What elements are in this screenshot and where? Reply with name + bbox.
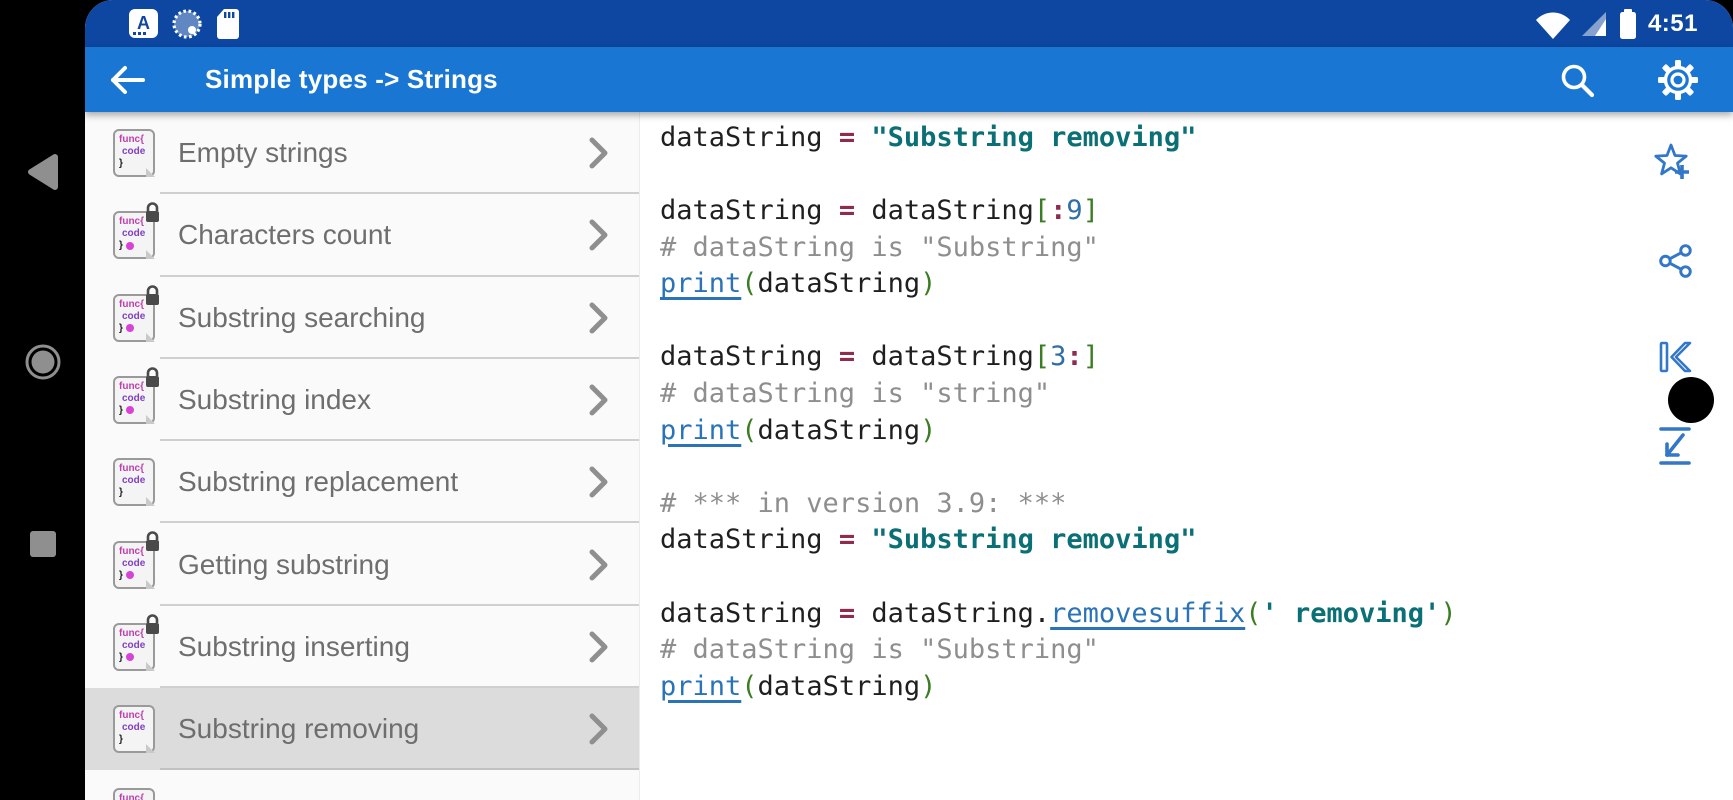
page-title: Simple types -> Strings: [205, 64, 498, 94]
chevron-right-icon: [589, 302, 608, 334]
nav-back-button[interactable]: [0, 137, 85, 207]
snippet-doc-icon: func{code}: [113, 211, 155, 260]
share-icon: [1659, 244, 1692, 278]
snippet-doc-icon: func{code}: [113, 705, 155, 754]
code-line: # dataString is "Substring": [660, 231, 1099, 263]
jump-down-icon: [1659, 427, 1691, 465]
chevron-right-icon: [589, 631, 608, 663]
lock-icon: [146, 531, 159, 552]
code-view[interactable]: dataString = "Substring removing" dataStr…: [640, 112, 1733, 800]
sd-card-icon: [217, 8, 239, 39]
code-line: dataString = dataString[3:]: [660, 341, 1099, 373]
skip-to-first-button[interactable]: [1657, 339, 1695, 375]
lock-icon: [146, 202, 159, 223]
code-line: print(dataString): [660, 670, 937, 702]
back-arrow-button[interactable]: [99, 47, 155, 112]
code-line: dataString = dataString[:9]: [660, 194, 1099, 226]
function-link[interactable]: print: [660, 414, 742, 446]
chevron-right-icon: [589, 219, 608, 251]
letter-a-app-icon: A: [129, 9, 158, 38]
add-favorite-star-icon: [1654, 143, 1689, 179]
recipe-dot: [125, 241, 134, 250]
add-favorite-button[interactable]: [1651, 141, 1693, 185]
code-line: # dataString is "Substring": [660, 634, 1099, 666]
code-line: # *** in version 3.9: ***: [660, 487, 1067, 519]
code-line: dataString = "Substring removing": [660, 524, 1197, 556]
jump-down-button[interactable]: [1655, 425, 1695, 467]
lock-icon: [146, 614, 159, 634]
list-item-substring-searching[interactable]: func{code}Substring searching: [85, 277, 639, 360]
chevron-right-icon: [589, 549, 608, 581]
android-nav-rail: [0, 0, 85, 800]
list-item-substring-replacement[interactable]: func{code} Substring replacement: [85, 441, 639, 524]
code-line: print(dataString): [660, 414, 937, 446]
recipe-dot: [125, 324, 134, 333]
nav-recents-button[interactable]: [0, 509, 85, 579]
function-link[interactable]: print: [660, 268, 742, 300]
camera-cutout: [1668, 377, 1714, 423]
code-line: dataString = dataString.removesuffix(' r…: [660, 597, 1457, 629]
code-line: dataString = "Substring removing": [660, 121, 1197, 153]
nav-home-button[interactable]: [0, 327, 85, 397]
back-triangle-icon: [27, 154, 58, 190]
snippet-doc-icon: func{code}: [113, 376, 155, 425]
share-button[interactable]: [1657, 241, 1695, 281]
recents-square-icon: [29, 531, 56, 557]
list-item-substring-inserting[interactable]: func{code}Substring inserting: [85, 606, 639, 689]
home-circle-icon: [25, 344, 60, 380]
status-bar: A: [85, 0, 1733, 47]
list-item-characters-count[interactable]: func{code} Characters count: [85, 194, 639, 277]
list-item-substring-removing[interactable]: func{code} Substring removing: [85, 688, 639, 771]
list-item-label: Substring replacement: [178, 466, 459, 498]
recipe-dot: [125, 406, 134, 415]
function-link[interactable]: print: [660, 670, 742, 702]
code-line: # dataString is "string": [660, 377, 1051, 409]
function-link[interactable]: removesuffix: [1050, 597, 1246, 629]
list-item-label: Substring searching: [178, 301, 426, 333]
lock-icon: [146, 284, 159, 305]
code-line: print(dataString): [660, 268, 937, 300]
status-bar-right: 4:51: [1535, 0, 1698, 47]
search-icon: [1561, 64, 1595, 97]
list-item-getting-substring[interactable]: func{code} Getting substring: [85, 523, 639, 607]
chevron-right-icon: [589, 384, 608, 416]
list-item-substring-index[interactable]: func{code} Substring index: [85, 359, 639, 442]
battery-icon: [1619, 8, 1636, 39]
list-item-label: Empty strings: [178, 137, 348, 169]
clock-text: 4:51: [1647, 9, 1698, 37]
code-line: [660, 302, 1733, 339]
list-item-label: Getting substring: [178, 548, 390, 580]
list-item-label: Substring index: [178, 384, 372, 416]
list-item-partial[interactable]: func{code}: [85, 770, 639, 800]
cell-signal-icon: [1581, 11, 1606, 36]
skip-to-first-icon: [1659, 341, 1692, 373]
lock-icon: [146, 367, 159, 387]
chevron-right-icon: [589, 466, 608, 498]
chevron-right-icon: [589, 137, 608, 169]
dotted-loader-icon: [172, 8, 202, 39]
recipe-dot: [125, 570, 134, 579]
list-item-empty-strings[interactable]: func{code} Empty strings: [85, 112, 639, 195]
list-item-label: Substring removing: [178, 713, 420, 745]
list-item-label: Characters count: [178, 219, 392, 251]
status-bar-left: A: [129, 0, 240, 47]
chevron-right-icon: [589, 713, 608, 745]
snippet-doc-icon: func{code}: [113, 129, 155, 178]
wifi-icon: [1535, 11, 1570, 39]
snippet-doc-icon: func{code}: [113, 540, 155, 589]
code-line: [660, 448, 1733, 485]
code-line: [660, 558, 1733, 595]
settings-button[interactable]: [1650, 47, 1706, 112]
search-button[interactable]: [1549, 47, 1605, 112]
app-bar: Simple types -> Strings: [85, 47, 1733, 112]
snippet-doc-icon: func{code}: [113, 458, 155, 507]
code-line: [660, 156, 1733, 193]
snippet-doc-icon: func{code}: [113, 787, 155, 800]
back-arrow-icon: [111, 65, 145, 94]
app-window: A: [85, 0, 1733, 800]
snippet-list[interactable]: func{code} Empty strings func{code} Charact…: [85, 112, 640, 800]
list-item-label: Substring inserting: [178, 630, 410, 662]
recipe-dot: [125, 653, 134, 662]
settings-gear-icon: [1658, 59, 1698, 100]
